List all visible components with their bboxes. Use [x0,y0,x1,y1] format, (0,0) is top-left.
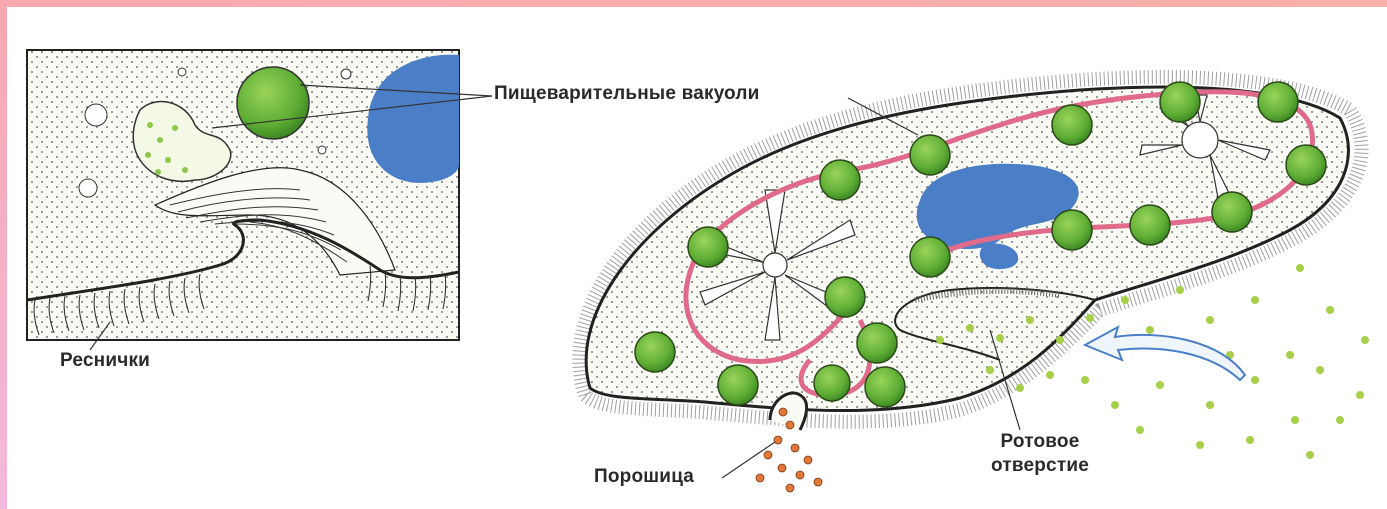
inset-food-vacuole [237,67,309,139]
label-mouth-line1: Ротовое [980,430,1100,454]
inset-panel [27,50,492,350]
label-pore: Порошица [594,466,694,488]
label-mouth-line2: отверстие [980,454,1100,478]
label-food-vacuoles: Пищеварительные вакуоли [494,83,759,105]
label-mouth: Ротовое отверстие [980,430,1100,478]
label-cilia: Реснички [60,350,150,372]
leader-pore [722,442,775,478]
paramecium-body [579,77,1369,492]
water-flow-arrow [1085,327,1245,380]
